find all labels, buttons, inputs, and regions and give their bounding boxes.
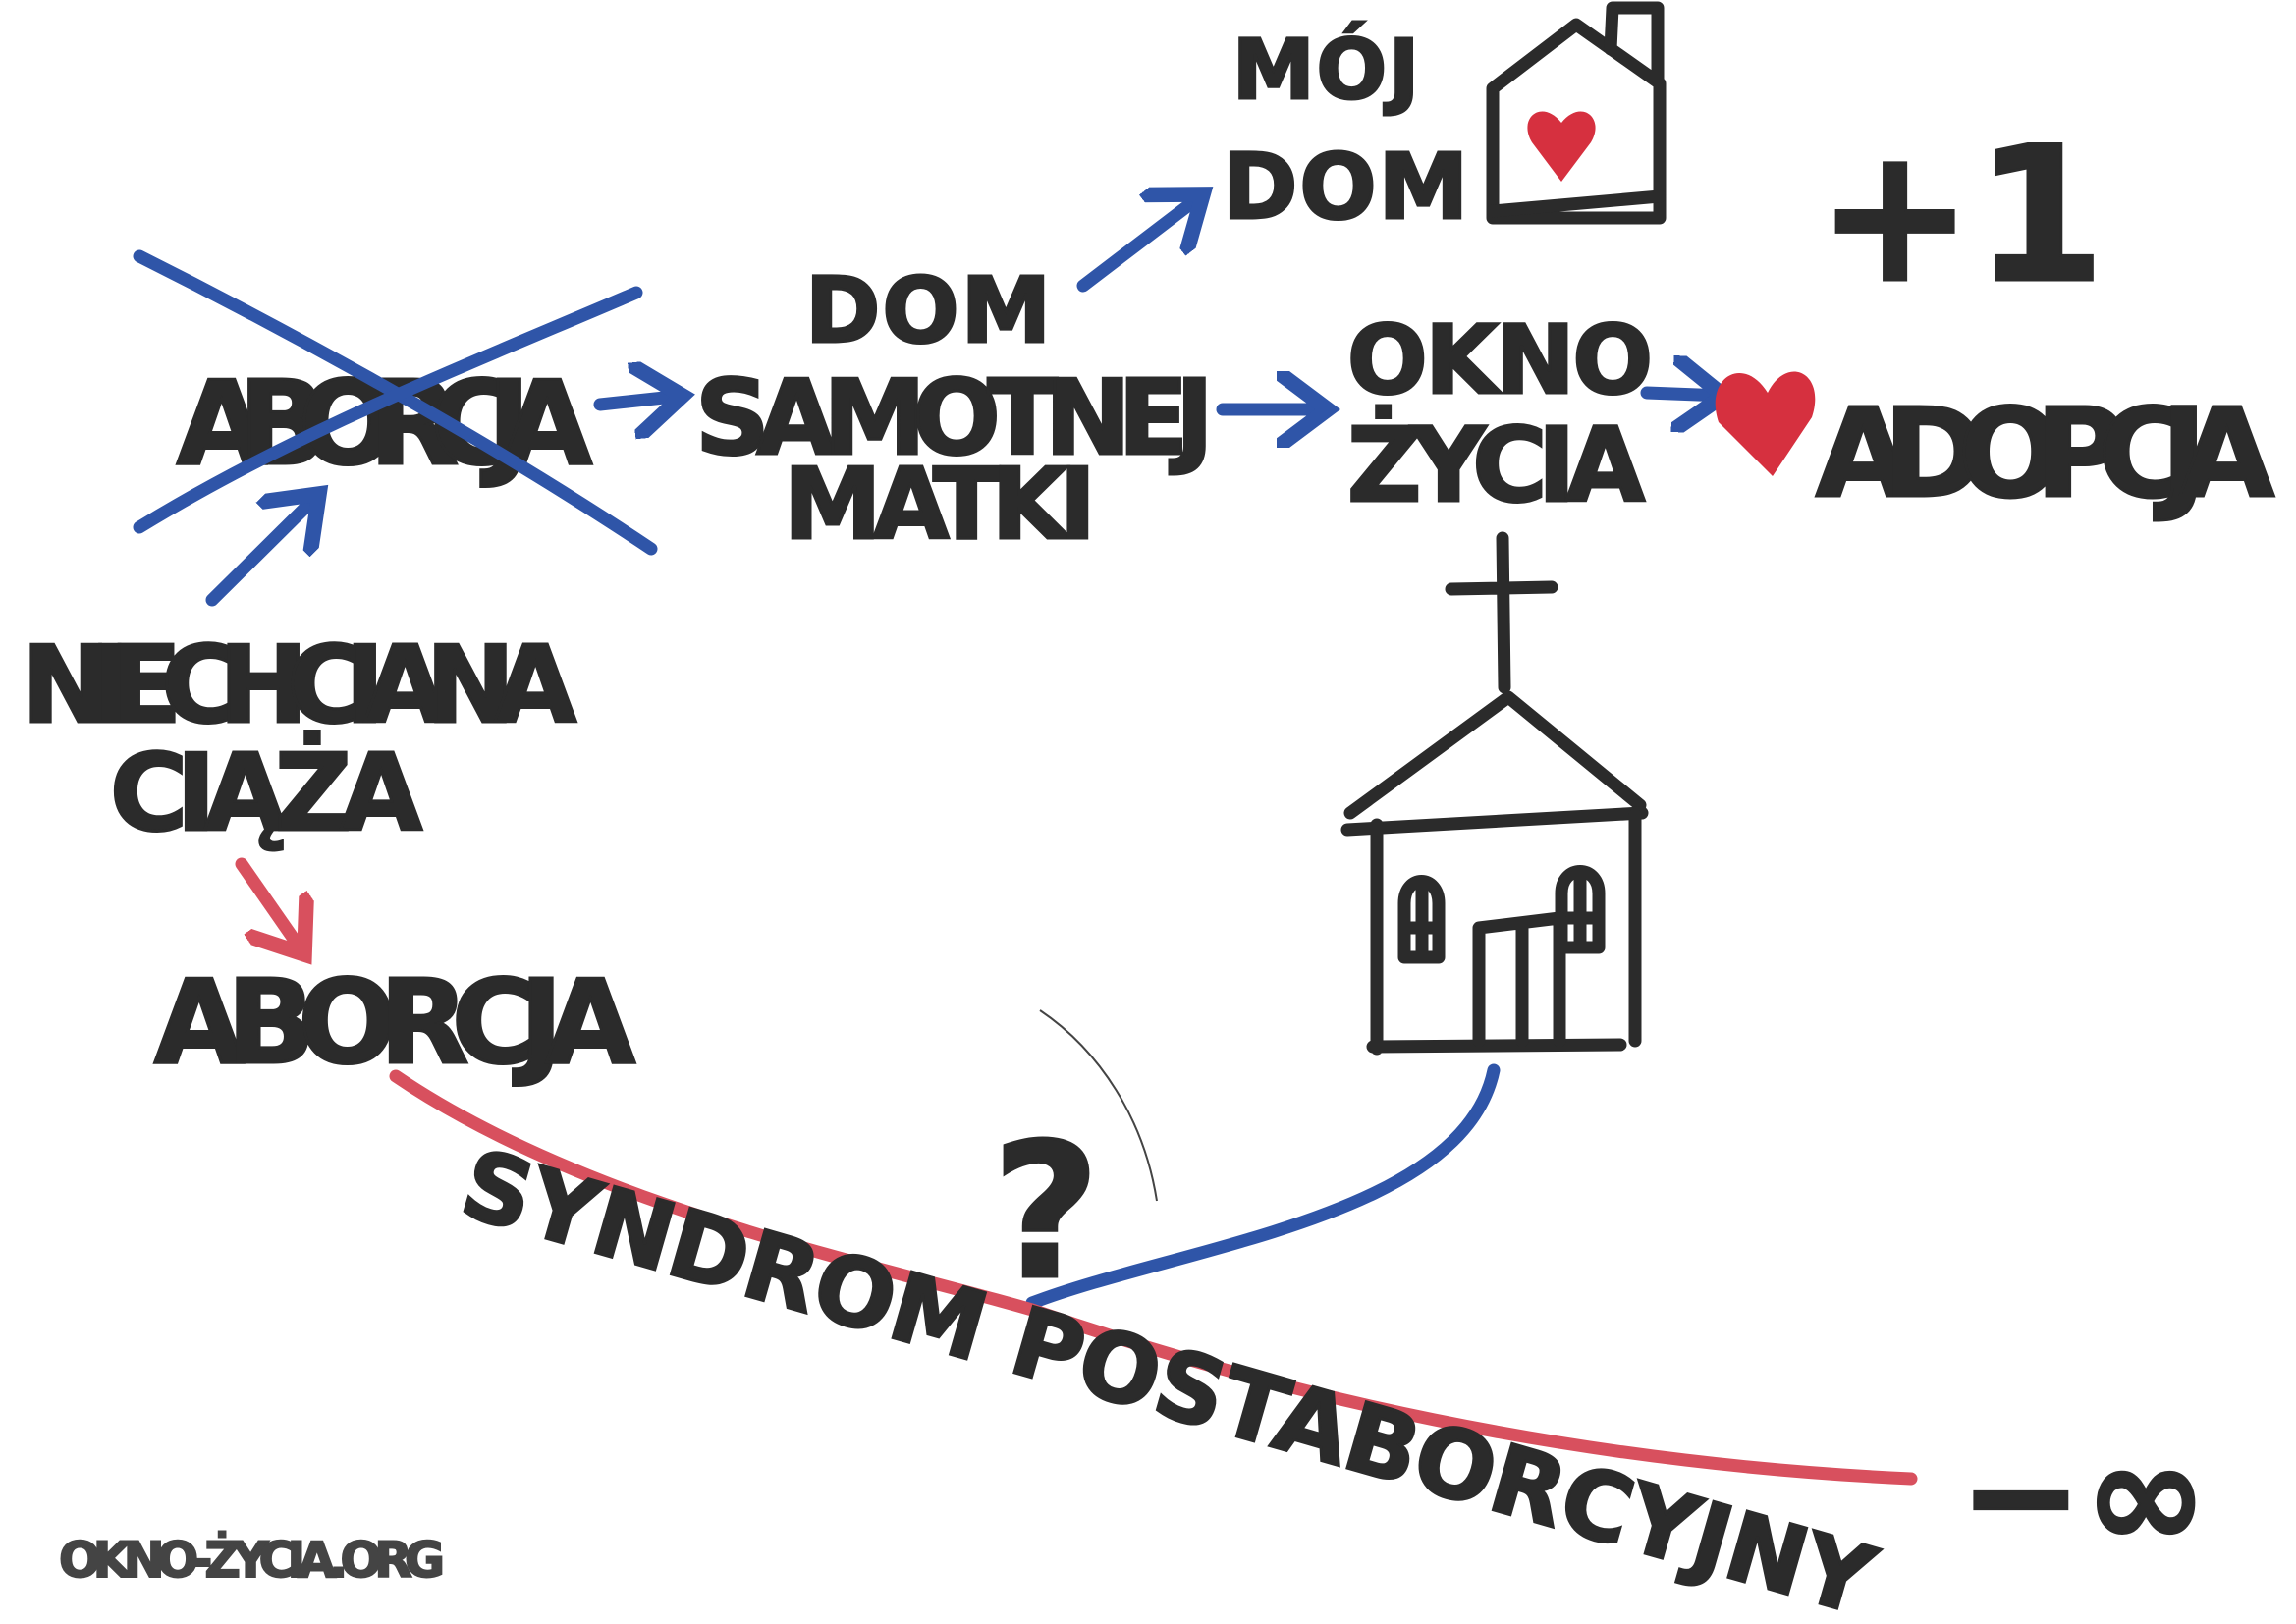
- church-icon: [1340, 531, 1649, 1056]
- website-label: OKNO-ŻYCIA.ORG: [59, 1532, 447, 1589]
- thin-arc: [1039, 1009, 1158, 1202]
- aborcja-label: ABORCJA: [154, 954, 637, 1090]
- downward-path-line: [389, 1069, 1918, 1486]
- arrow-to-dom-samotnej-matki: [593, 396, 683, 405]
- heart-icon: [1527, 111, 1596, 182]
- arrow-to-adopcja: [1640, 393, 1723, 396]
- niechciana-label: NIECHCIANA: [22, 624, 578, 747]
- minus-infinity: −∞: [1959, 1411, 2210, 1582]
- moj-label: MÓJ: [1232, 22, 1421, 118]
- ciaza-label: CIĄŻA: [110, 730, 424, 855]
- dom-samotnej-label-3: MATKI: [784, 447, 1098, 562]
- syndrom-label: SYNDROM POSTABORCYJNY: [451, 1128, 1887, 1624]
- house-icon: [1486, 1, 1667, 225]
- dom-samotnej-label-2: SAMOTNEJ: [695, 358, 1216, 478]
- dom-samotnej-label-1: DOM: [805, 258, 1053, 363]
- arrow-to-aborcja: [235, 857, 304, 954]
- arrow-to-moj-dom: [1076, 194, 1203, 293]
- arrow-to-crossed-aborcja: [205, 494, 319, 607]
- zycia-label: ŻYCIA: [1347, 406, 1647, 525]
- dom-label: DOM: [1223, 135, 1470, 240]
- adopcja-label: ADOPCJA: [1816, 383, 2276, 525]
- question-mark: ?: [992, 1104, 1102, 1321]
- cross-out-mark: [133, 249, 658, 556]
- heart-icon: [1715, 371, 1816, 476]
- plus-one: +1: [1817, 107, 2106, 324]
- path-church-to-healing: [1025, 1063, 1501, 1310]
- okno-label: OKNO: [1347, 305, 1655, 415]
